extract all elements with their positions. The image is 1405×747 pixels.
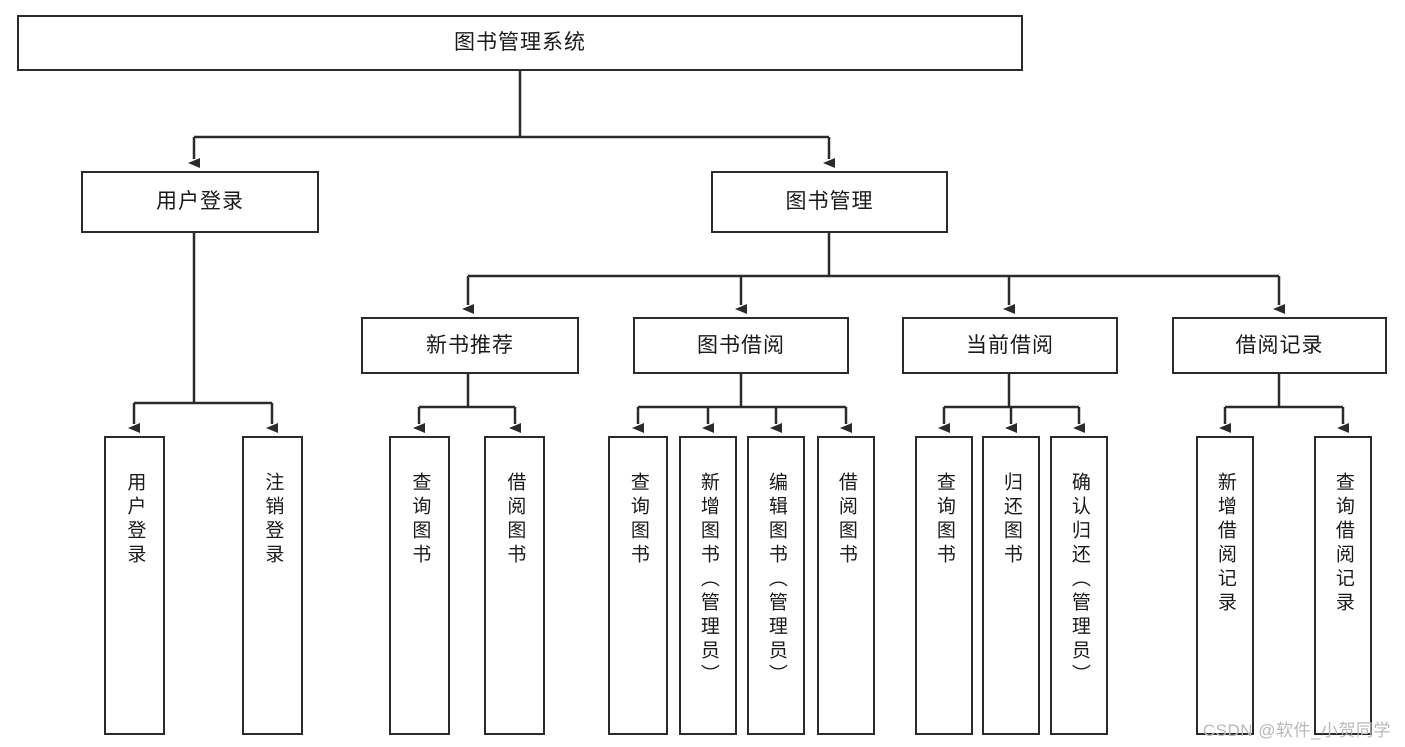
node-leaf-query-book-3[interactable]: 查询图书 <box>915 436 973 735</box>
node-user-login[interactable]: 用户登录 <box>81 171 319 233</box>
node-leaf-query-book-2[interactable]: 查询图书 <box>608 436 668 735</box>
node-leaf-add-book-admin-label: 新增图书（管理员） <box>697 472 719 688</box>
node-current-borrow[interactable]: 当前借阅 <box>902 317 1118 374</box>
node-leaf-add-borrow-record[interactable]: 新增借阅记录 <box>1196 436 1254 735</box>
node-leaf-query-book-1-label: 查询图书 <box>409 472 431 568</box>
node-leaf-user-login-label: 用户登录 <box>124 472 146 568</box>
node-leaf-edit-book-admin-label: 编辑图书（管理员） <box>765 472 787 688</box>
node-leaf-add-borrow-record-label: 新增借阅记录 <box>1214 472 1236 616</box>
node-current-borrow-label: 当前借阅 <box>966 333 1054 357</box>
node-new-book-recommend-label: 新书推荐 <box>426 333 514 357</box>
node-leaf-query-book-3-label: 查询图书 <box>933 472 955 568</box>
node-leaf-confirm-return-admin[interactable]: 确认归还（管理员） <box>1050 436 1108 735</box>
csdn-watermark: CSDN @软件_小贺同学 <box>1202 721 1391 740</box>
node-user-login-label: 用户登录 <box>156 190 244 214</box>
node-root-label: 图书管理系统 <box>454 31 586 55</box>
node-leaf-query-borrow-record[interactable]: 查询借阅记录 <box>1314 436 1372 735</box>
node-leaf-borrow-book-1-label: 借阅图书 <box>504 472 526 568</box>
node-leaf-query-borrow-record-label: 查询借阅记录 <box>1332 472 1354 616</box>
node-leaf-borrow-book-2[interactable]: 借阅图书 <box>817 436 875 735</box>
node-leaf-return-book-label: 归还图书 <box>1000 472 1022 568</box>
node-leaf-user-logout-label: 注销登录 <box>262 472 284 568</box>
node-book-borrow-label: 图书借阅 <box>697 333 785 357</box>
node-leaf-user-login[interactable]: 用户登录 <box>104 436 165 735</box>
node-leaf-borrow-book-2-label: 借阅图书 <box>835 472 857 568</box>
node-borrow-record-label: 借阅记录 <box>1235 333 1324 357</box>
node-leaf-user-logout[interactable]: 注销登录 <box>242 436 303 735</box>
node-book-borrow[interactable]: 图书借阅 <box>633 317 849 374</box>
node-leaf-query-book-1[interactable]: 查询图书 <box>389 436 450 735</box>
node-leaf-confirm-return-admin-label: 确认归还（管理员） <box>1068 472 1090 688</box>
node-borrow-record[interactable]: 借阅记录 <box>1172 317 1387 374</box>
node-leaf-edit-book-admin[interactable]: 编辑图书（管理员） <box>747 436 805 735</box>
node-leaf-borrow-book-1[interactable]: 借阅图书 <box>484 436 545 735</box>
node-leaf-add-book-admin[interactable]: 新增图书（管理员） <box>679 436 737 735</box>
node-root[interactable]: 图书管理系统 <box>17 15 1023 71</box>
node-new-book-recommend[interactable]: 新书推荐 <box>361 317 579 374</box>
node-leaf-return-book[interactable]: 归还图书 <box>982 436 1040 735</box>
node-leaf-query-book-2-label: 查询图书 <box>627 472 649 568</box>
node-book-management[interactable]: 图书管理 <box>711 171 948 233</box>
node-book-management-label: 图书管理 <box>785 190 874 214</box>
